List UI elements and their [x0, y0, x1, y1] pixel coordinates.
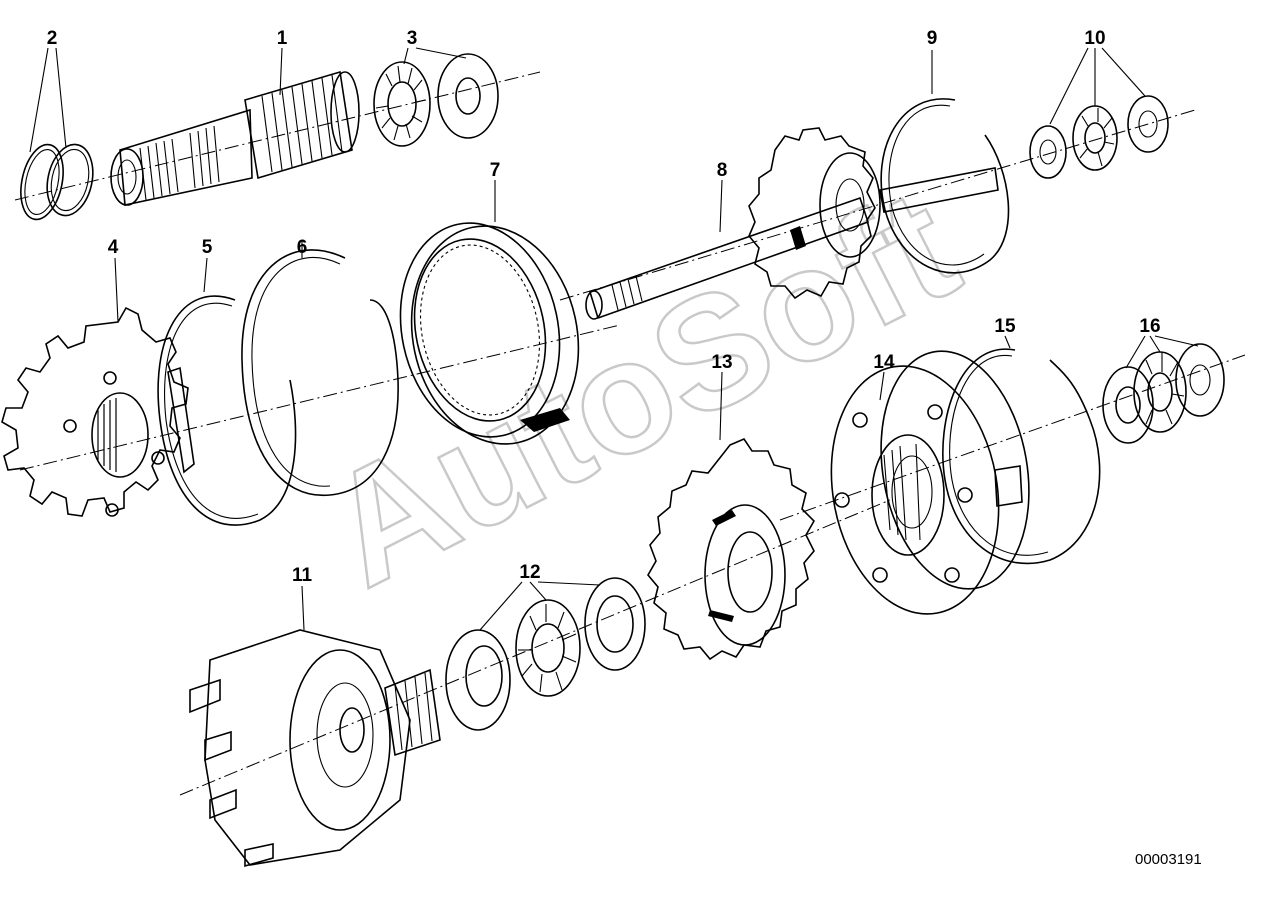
part-13-sprocket-plate	[647, 438, 815, 661]
callout-4: 4	[108, 237, 119, 258]
callout-9: 9	[927, 28, 938, 49]
callout-12: 12	[519, 562, 540, 583]
callout-5: 5	[202, 237, 213, 258]
part-11-clutch-drum	[189, 629, 441, 868]
callout-10: 10	[1084, 28, 1105, 49]
callout-numbers: 1 2 3 4 5 6 7 8 9 10 11 12 13 14 15 16	[47, 28, 1161, 586]
callout-14: 14	[873, 352, 895, 373]
callout-1: 1	[277, 28, 288, 49]
part-12-bearing-washers	[445, 577, 646, 731]
part-10-bearing-washers	[1029, 95, 1169, 179]
part-3-bearing-washer	[373, 53, 499, 147]
leader-lines	[29, 47, 1199, 631]
part-15-snap-ring	[942, 348, 1101, 565]
part-1-input-shaft	[110, 70, 360, 206]
callout-6: 6	[297, 237, 308, 258]
part-7-ring-gear	[399, 222, 580, 445]
callout-2: 2	[47, 28, 58, 49]
part-8-output-shaft	[585, 127, 999, 320]
part-5-snap-ring	[157, 295, 297, 526]
watermark: AutoSoft	[299, 154, 982, 620]
part-16-bearing-assembly	[1102, 343, 1225, 444]
callout-8: 8	[717, 160, 728, 181]
document-number: 00003191	[1135, 851, 1202, 868]
callout-16: 16	[1139, 316, 1160, 337]
part-4-toothed-plate	[1, 306, 195, 517]
callout-3: 3	[407, 28, 418, 49]
part-14-planet-carrier	[830, 350, 1030, 615]
callout-7: 7	[490, 160, 501, 181]
part-2-snap-rings	[20, 143, 94, 221]
callout-11: 11	[292, 565, 313, 586]
callout-15: 15	[994, 316, 1016, 337]
callout-13: 13	[711, 352, 732, 373]
part-9-snap-ring	[880, 98, 1010, 274]
part-6-snap-ring	[241, 249, 399, 497]
